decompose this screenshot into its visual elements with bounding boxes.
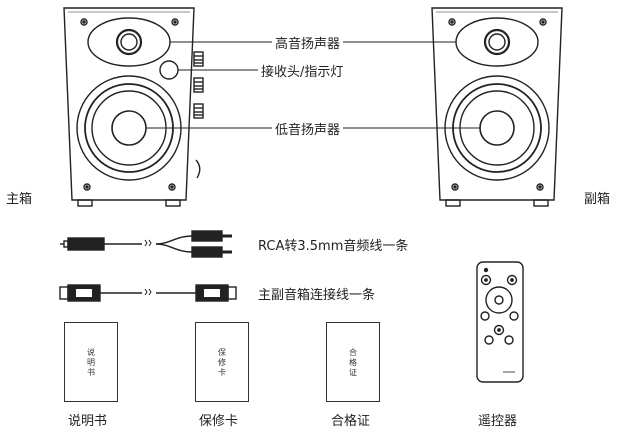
certificate-card-text: 合格证 [348, 348, 358, 378]
tweeter-label: 高音扬声器 [272, 33, 344, 52]
rca-cable [60, 230, 232, 258]
remote-control [476, 261, 524, 383]
sub-box-label: 副箱 [584, 192, 611, 207]
volume-knobs [193, 51, 204, 179]
manual-caption: 说明书 [68, 414, 108, 429]
sub-speaker [431, 7, 563, 207]
certificate-caption: 合格证 [331, 414, 371, 429]
manual-booklet: 说明书 [64, 322, 118, 402]
warranty-caption: 保修卡 [199, 414, 239, 429]
main-box-label: 主箱 [6, 192, 33, 207]
main-speaker [63, 7, 204, 207]
warranty-card: 保修卡 [195, 322, 249, 402]
rca-cable-label: RCA转3.5mm音频线一条 [258, 239, 409, 254]
main-tweeter [87, 17, 171, 67]
link-cable-label: 主副音箱连接线一条 [258, 288, 376, 303]
main-receiver [159, 60, 179, 80]
link-cable [59, 284, 237, 302]
certificate-card: 合格证 [326, 322, 380, 402]
manual-booklet-text: 说明书 [86, 348, 96, 378]
receiver-indicator-label: 接收头/指示灯 [258, 61, 347, 80]
warranty-card-text: 保修卡 [217, 348, 227, 378]
remote-caption: 遥控器 [478, 414, 518, 429]
sub-tweeter [455, 17, 539, 67]
woofer-label: 低音扬声器 [272, 119, 344, 138]
